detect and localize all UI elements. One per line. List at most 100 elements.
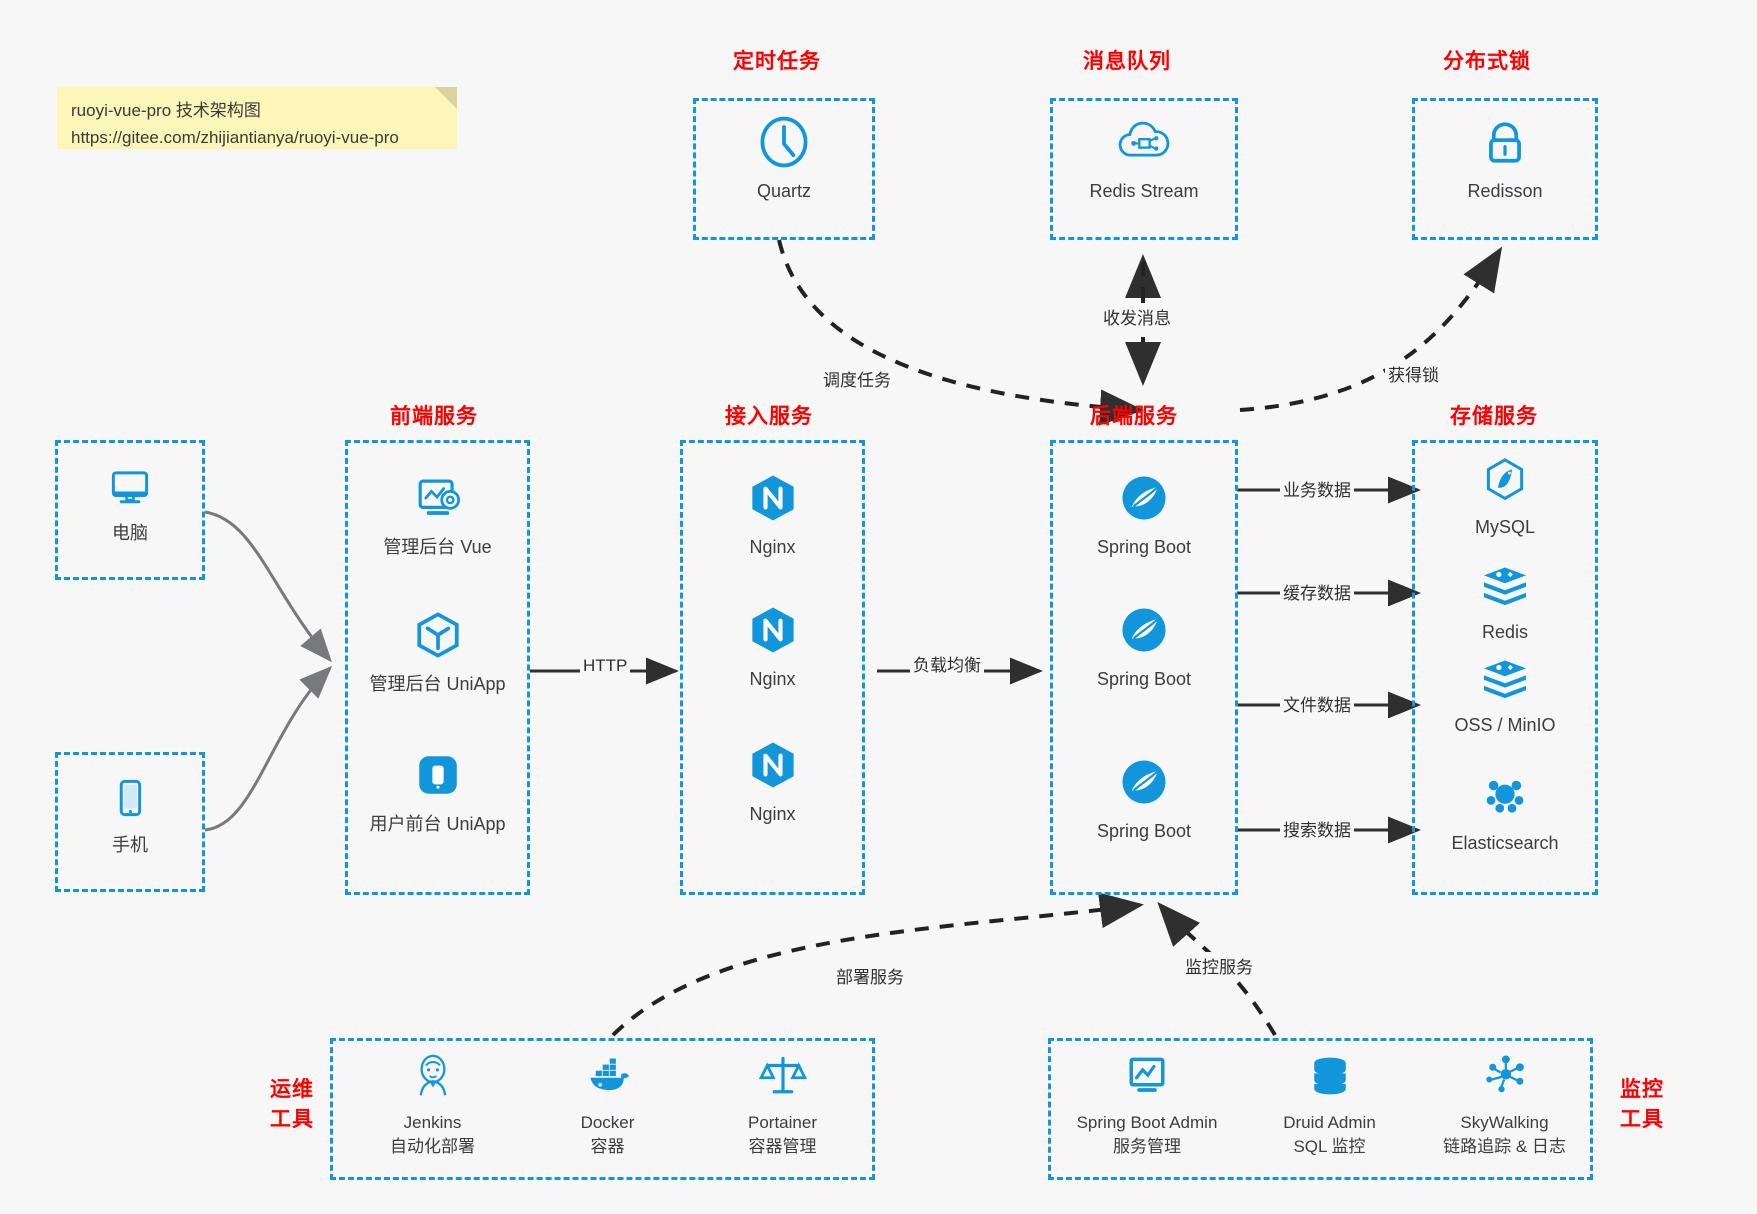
edge-label-messaging: 收发消息: [1100, 303, 1174, 330]
edge-label-deploy: 部署服务: [833, 962, 907, 989]
node-redis[interactable]: Redis: [1412, 557, 1598, 644]
node-jenkins[interactable]: Jenkins 自动化部署: [345, 1048, 520, 1159]
monitor-screen-icon: [1129, 1057, 1165, 1092]
edge-label-search-data: 搜索数据: [1280, 815, 1354, 842]
nginx-icon: [751, 475, 794, 521]
node-desc: 服务管理: [1113, 1137, 1181, 1156]
node-desktop[interactable]: 电脑: [55, 458, 205, 545]
node-skywalking[interactable]: SkyWalking 链路追踪 & 日志: [1417, 1048, 1592, 1159]
node-spring-boot-2[interactable]: Spring Boot: [1050, 600, 1238, 691]
group-box-frontend: [345, 440, 530, 895]
group-title-access: 接入服务: [725, 405, 813, 428]
group-title-monitor-line2: 工具: [1620, 1108, 1664, 1131]
node-spring-boot-admin[interactable]: Spring Boot Admin 服务管理: [1052, 1048, 1242, 1159]
database-icon: [1313, 1057, 1346, 1095]
edge-label-lock: 获得锁: [1385, 360, 1442, 387]
group-title-devops-line2: 工具: [270, 1108, 314, 1131]
edge-label-http: HTTP: [580, 655, 631, 677]
cloud-stream-icon: [1118, 121, 1170, 157]
group-title-backend: 后端服务: [1090, 405, 1178, 428]
node-desc: 链路追踪 & 日志: [1443, 1137, 1566, 1156]
node-docker[interactable]: Docker 容器: [520, 1048, 695, 1159]
mysql-icon: [1486, 458, 1524, 501]
group-title-devops-line1: 运维: [270, 1078, 314, 1101]
group-title-storage: 存储服务: [1450, 405, 1538, 428]
node-name: Druid Admin: [1283, 1113, 1376, 1132]
elasticsearch-icon: [1486, 780, 1524, 813]
jenkins-icon: [419, 1054, 446, 1096]
redis-icon: [1484, 567, 1526, 606]
node-redis-stream[interactable]: Redis Stream: [1050, 112, 1238, 203]
node-desc: 容器: [590, 1137, 625, 1156]
node-label: Redis Stream: [1089, 181, 1199, 201]
node-admin-vue[interactable]: 管理后台 Vue: [345, 468, 530, 559]
edge-label-monitoring: 监控服务: [1182, 952, 1256, 979]
portainer-icon: [758, 1056, 807, 1094]
node-label: Spring Boot: [1096, 821, 1192, 841]
mobile-icon: [119, 779, 142, 817]
node-nginx-2[interactable]: Nginx: [680, 600, 865, 691]
docker-icon: [590, 1058, 629, 1090]
node-name: Spring Boot Admin: [1076, 1113, 1218, 1132]
node-user-uniapp[interactable]: 用户前台 UniApp: [345, 745, 530, 836]
spring-icon: [1122, 608, 1166, 652]
note-url: https://gitee.com/zhijiantianya/ruoyi-vu…: [71, 128, 399, 147]
node-admin-uniapp[interactable]: 管理后台 UniApp: [345, 605, 530, 696]
oss-icon: [1484, 660, 1526, 699]
node-label: 用户前台 UniApp: [369, 814, 506, 834]
node-desc: SQL 监控: [1293, 1137, 1366, 1156]
node-label: 电脑: [112, 523, 148, 543]
cube-icon: [416, 612, 459, 658]
group-title-message-queue: 消息队列: [1083, 50, 1171, 73]
group-box-storage: [1412, 440, 1598, 895]
group-title-devops: 运维 工具: [262, 1075, 322, 1135]
edge-label-schedule: 调度任务: [820, 365, 894, 392]
node-label: 管理后台 Vue: [383, 537, 492, 557]
node-druid-admin[interactable]: Druid Admin SQL 监控: [1242, 1048, 1417, 1159]
node-redisson[interactable]: Redisson: [1412, 112, 1598, 203]
group-box-message-queue: [1050, 98, 1238, 240]
node-portainer[interactable]: Portainer 容器管理: [695, 1048, 870, 1159]
node-nginx-3[interactable]: Nginx: [680, 735, 865, 826]
group-title-monitor: 监控 工具: [1612, 1075, 1672, 1135]
group-title-distributed-lock: 分布式锁: [1443, 50, 1531, 73]
node-mysql[interactable]: MySQL: [1412, 452, 1598, 539]
node-mobile[interactable]: 手机: [55, 770, 205, 857]
app-icon: [418, 756, 457, 794]
node-label: Spring Boot: [1096, 669, 1192, 689]
desktop-icon: [111, 471, 149, 504]
node-spring-boot-3[interactable]: Spring Boot: [1050, 752, 1238, 843]
node-desc: 自动化部署: [390, 1137, 475, 1156]
edge-label-cache-data: 缓存数据: [1280, 578, 1354, 605]
note-title: ruoyi-vue-pro 技术架构图: [71, 101, 261, 120]
group-box-devops: [330, 1038, 875, 1180]
node-name: Portainer: [748, 1113, 817, 1132]
node-desc: 容器管理: [748, 1137, 817, 1156]
node-label: Nginx: [749, 669, 796, 689]
note-fold-icon: [435, 87, 457, 109]
dashboard-icon: [418, 479, 460, 515]
node-label: OSS / MinIO: [1454, 715, 1556, 735]
node-label: Nginx: [749, 537, 796, 557]
group-box-client-mobile: [55, 752, 205, 892]
node-nginx-1[interactable]: Nginx: [680, 468, 865, 559]
node-name: Docker: [580, 1113, 635, 1132]
edge-label-business-data: 业务数据: [1280, 475, 1354, 502]
node-spring-boot-1[interactable]: Spring Boot: [1050, 468, 1238, 559]
node-elasticsearch[interactable]: Elasticsearch: [1412, 768, 1598, 855]
clock-icon: [760, 116, 808, 168]
node-label: Redisson: [1467, 181, 1543, 201]
group-title-monitor-line1: 监控: [1620, 1078, 1664, 1101]
node-label: Redis: [1481, 622, 1529, 642]
spring-icon: [1122, 476, 1166, 520]
node-label: MySQL: [1474, 517, 1535, 537]
edge-label-load-balance: 负载均衡: [910, 650, 984, 677]
node-label: Elasticsearch: [1451, 833, 1559, 853]
node-quartz[interactable]: Quartz: [693, 112, 875, 203]
group-title-scheduled-task: 定时任务: [733, 50, 821, 73]
group-box-client-desktop: [55, 440, 205, 580]
node-oss-minio[interactable]: OSS / MinIO: [1412, 650, 1598, 737]
group-title-frontend: 前端服务: [390, 405, 478, 428]
group-box-access: [680, 440, 865, 895]
group-box-distributed-lock: [1412, 98, 1598, 240]
